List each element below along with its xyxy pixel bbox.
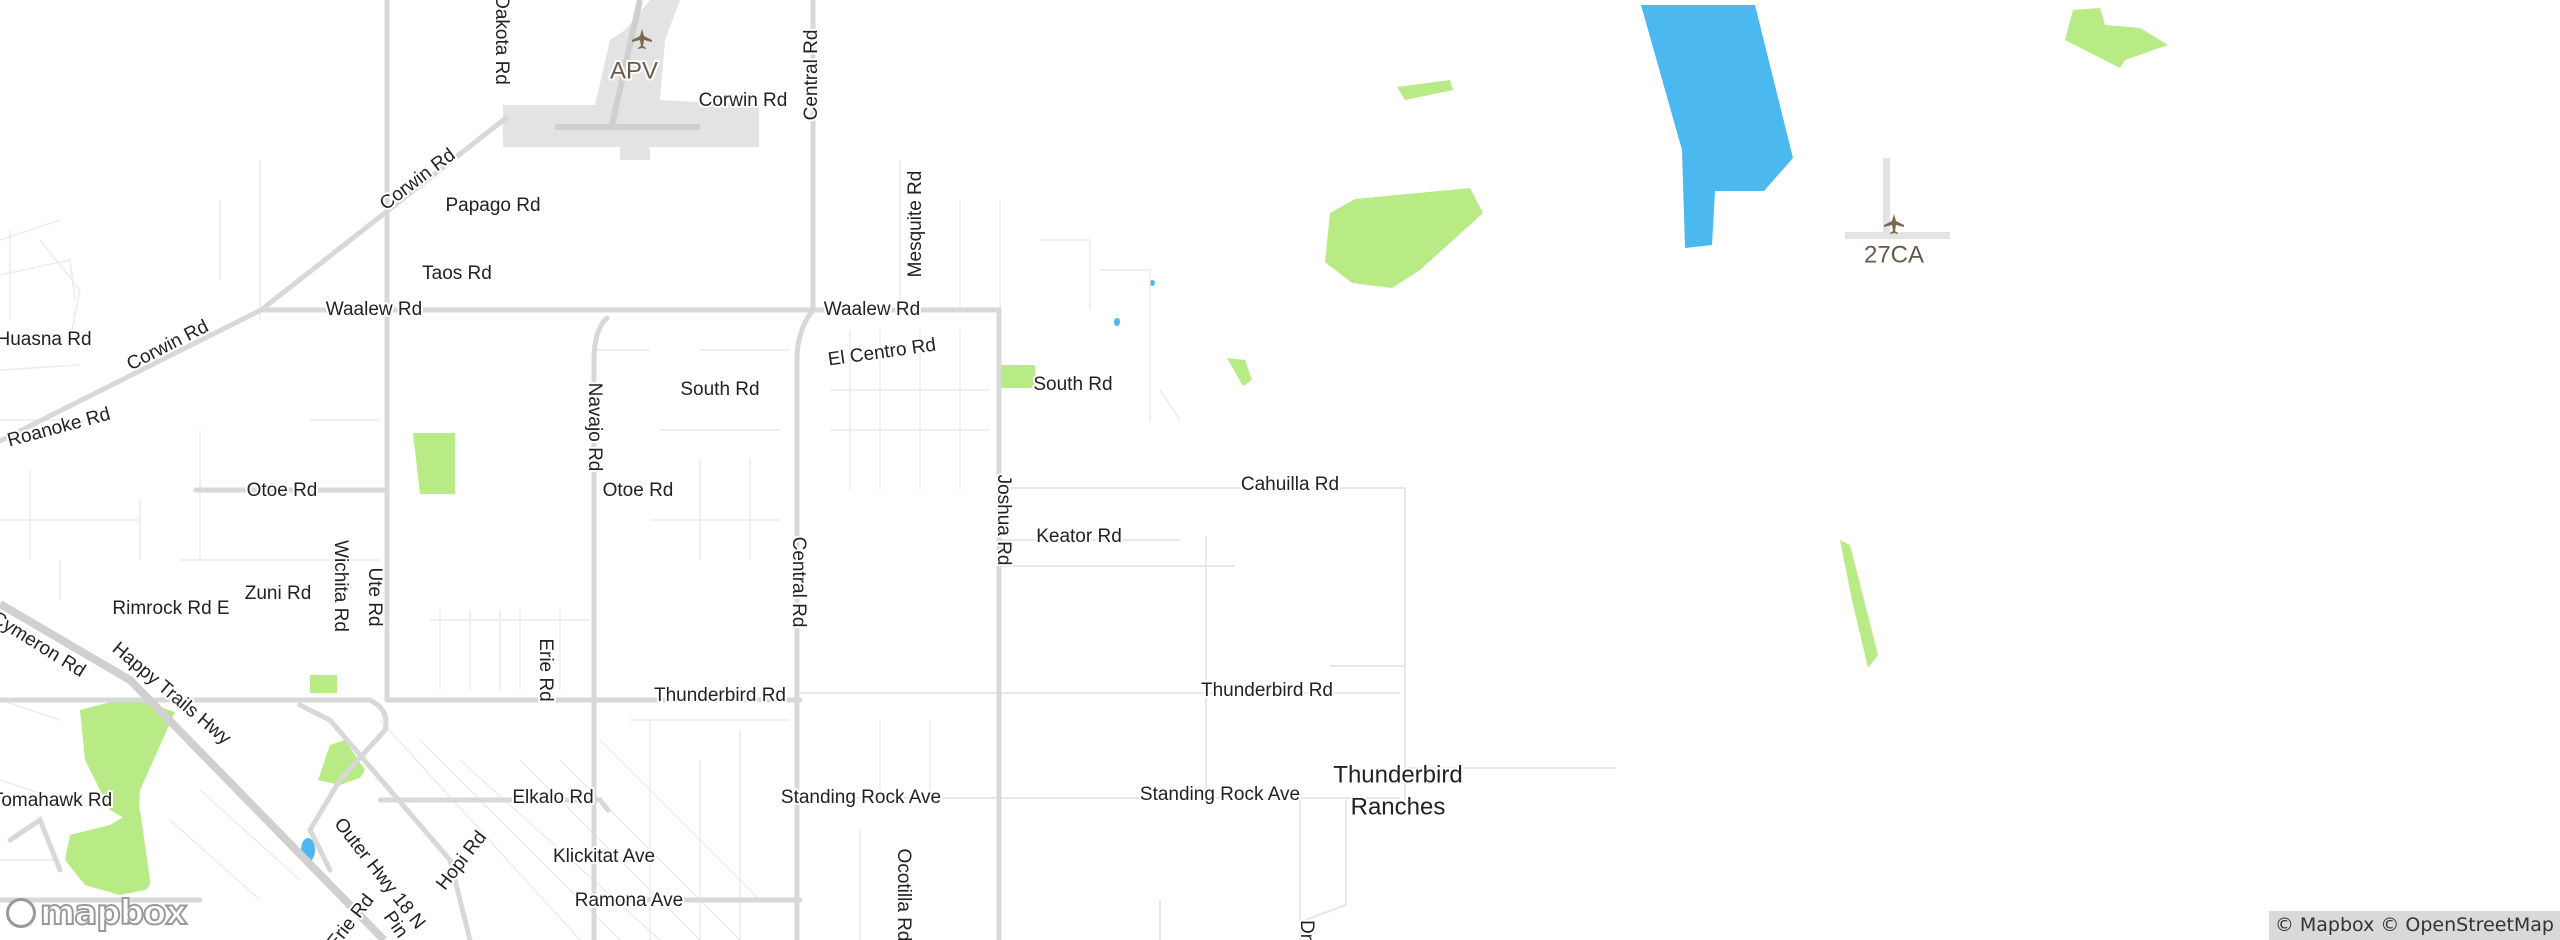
road-label: Standing Rock Ave [781,787,941,808]
mapbox-logo-icon [6,898,36,928]
road-label: Ocotilla Rd [893,849,914,940]
road-label: South Rd [1033,374,1112,395]
mapbox-logo[interactable]: mapbox [6,892,188,934]
airport-apv-area [503,0,759,160]
road-label: Erie Rd [323,890,379,940]
major-roads [0,0,1002,940]
road-label: Thunderbird Rd [654,685,786,706]
park [413,433,455,494]
attribution: © Mapbox © OpenStreetMap [2268,911,2560,940]
road-label: Erie Rd [535,638,556,701]
road-label: Zuni Rd [245,583,312,604]
road-label: Klickitat Ave [553,846,655,867]
road-label: Huasna Rd [0,329,92,350]
park [318,740,365,785]
road-label: Wichita Rd [330,540,351,632]
road-label: Navajo Rd [584,383,605,472]
park [1325,188,1483,288]
park [1397,80,1453,100]
road-label: Standing Rock Ave [1140,784,1300,805]
park [310,675,337,693]
road-label: Cahuilla Rd [1241,474,1339,495]
park [2065,8,2168,68]
airport-label-apv: APV [610,57,658,84]
road-label: Central Rd [788,537,809,628]
park [80,697,175,826]
mapbox-logo-text: mapbox [39,892,188,934]
road-label: Joshua Rd [993,475,1014,566]
place-label: Thunderbird [1333,761,1462,788]
road-label: Thunderbird Rd [1201,680,1333,701]
road-label: Papago Rd [445,195,540,216]
park [65,810,150,895]
road-label: Ute Rd [364,567,385,626]
road-label: Otoe Rd [603,480,674,501]
place-label: Ranches [1351,793,1446,820]
road-label: Keator Rd [1036,526,1122,547]
road-label: Waalew Rd [824,299,920,320]
park [1840,540,1878,668]
road-label: Waalew Rd [326,299,422,320]
road-label: Corwin Rd [123,316,212,375]
road-label: Ramona Ave [575,890,683,911]
park [1227,358,1252,386]
parks [65,8,2168,895]
road-label: Elkalo Rd [512,787,593,808]
road-label: Corwin Rd [699,90,788,111]
attribution-osm-link[interactable]: © OpenStreetMap [2380,914,2554,936]
road-label: Tomahawk Rd [0,790,112,811]
park [1001,365,1035,388]
road-label: South Rd [680,379,759,400]
road-label: Mesquite Rd [905,171,926,278]
airport-label-27ca: 27CA [1864,241,1924,268]
road-label: Dr [1296,920,1317,940]
road-label: Otoe Rd [247,480,318,501]
airplane-icon [632,29,652,49]
road-label: Central Rd [801,30,822,121]
airport-27ca-area [1845,158,1950,239]
road-label: Hopi Rd [432,827,491,894]
road-label: Dakota Rd [491,0,512,85]
lake [1641,5,1793,248]
road-label: Taos Rd [422,263,492,284]
airplane-icon [1884,214,1904,234]
attribution-mapbox-link[interactable]: © Mapbox [2274,914,2375,936]
road-label: Rimrock Rd E [112,598,229,619]
pond [1114,318,1120,326]
